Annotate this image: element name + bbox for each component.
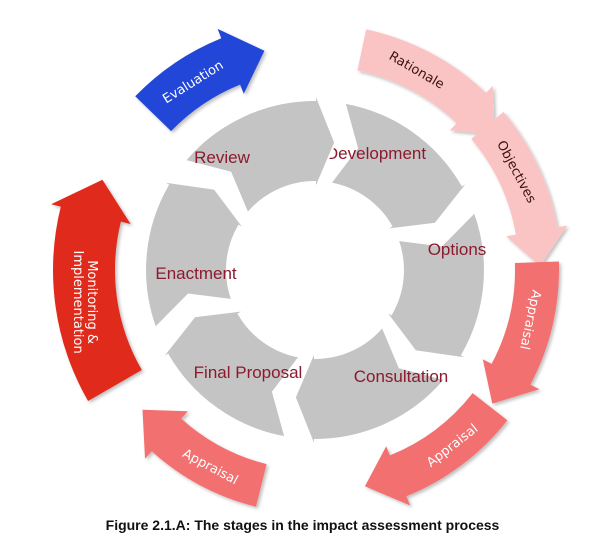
inner-stage-3: [293, 324, 447, 449]
inner-stage-label: Consultation: [354, 367, 449, 386]
impact-assessment-cycle-diagram: RationaleObjectivesAppraisalAppraisalApp…: [51, 28, 568, 507]
inner-stage-6: [183, 91, 337, 216]
outer-arrow-3: [482, 261, 560, 404]
inner-stage-label: Review: [194, 148, 250, 167]
outer-arrow-7: [135, 28, 265, 132]
inner-stage-2: [383, 210, 486, 360]
outer-arrows: RationaleObjectivesAppraisalAppraisalApp…: [51, 28, 568, 507]
outer-arrow-1: [357, 29, 495, 135]
outer-arrow-4: [364, 393, 508, 506]
inner-stage-label: Enactment: [155, 264, 237, 283]
figure-caption: Figure 2.1.A: The stages in the impact a…: [105, 517, 500, 533]
outer-arrow-2: [471, 111, 568, 267]
inner-stage-label: Development: [326, 144, 426, 163]
outer-arrow-5: [142, 409, 267, 507]
inner-stage-label: Options: [428, 240, 487, 259]
inner-stage-5: [144, 180, 247, 330]
inner-stage-1: [328, 101, 470, 231]
outer-arrow-label: Monitoring &Implementation: [70, 250, 99, 353]
inner-stage-label: Final Proposal: [194, 363, 303, 382]
outer-arrow-6: [51, 179, 142, 401]
inner-stage-4: [160, 309, 302, 439]
